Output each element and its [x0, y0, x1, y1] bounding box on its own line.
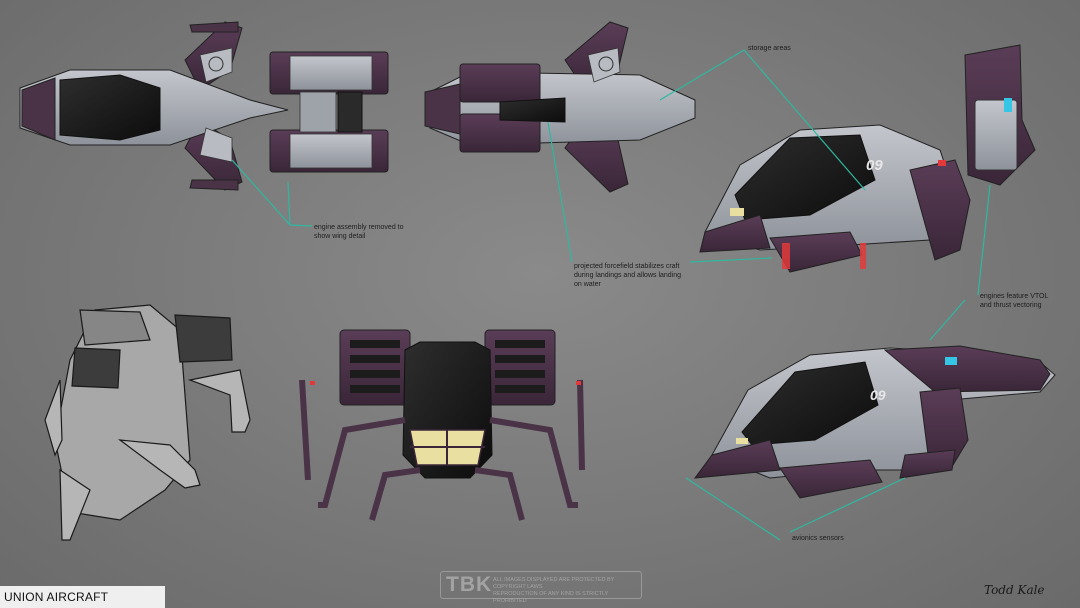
annotation-engine-assembly: engine assembly removed to show wing det… [314, 224, 404, 240]
callout-line-avionics-right [789, 477, 906, 533]
annotation-engines-vtol: engines feature VTOL and thrust vectorin… [980, 293, 1049, 309]
callout-line-storage-side [743, 49, 866, 191]
hull-number-side-upper: 09 [866, 157, 883, 174]
callout-line-engines-upper [977, 184, 991, 296]
watermark-text: ALL IMAGES DISPLAYED ARE PROTECTED BY CO… [493, 577, 615, 604]
untextured-3d-model [44, 304, 251, 541]
detached-engine-assembly [269, 51, 389, 173]
callout-line-avionics-left [685, 477, 781, 541]
watermark-logo: TBK [446, 573, 493, 596]
callout-line-forcefield-top [547, 121, 573, 263]
callout-line-engines-lower [929, 299, 966, 341]
side-view-flight [693, 345, 1056, 499]
callout-line-forcefield-side [689, 257, 773, 263]
annotation-storage-areas: storage areas [748, 45, 791, 52]
title-box: UNION AIRCRAFT [0, 586, 165, 608]
copyright-watermark: TBK ALL IMAGES DISPLAYED ARE PROTECTED B… [440, 571, 642, 604]
top-view-complete [424, 21, 696, 193]
side-view-landing [699, 44, 1036, 273]
front-view [299, 329, 585, 521]
annotation-forcefield: projected forcefield stabilizes craft du… [574, 263, 682, 288]
annotation-avionics-sensors: avionics sensors [792, 535, 844, 542]
top-view-engines-removed [19, 21, 289, 191]
callout-line-engine-assembly-2 [287, 181, 291, 226]
callout-line-storage-top [659, 49, 745, 101]
callout-lines [231, 49, 991, 541]
artist-signature: Todd Kale [984, 583, 1045, 597]
hull-number-side-lower: 09 [870, 387, 886, 403]
page-title: UNION AIRCRAFT [4, 590, 109, 604]
